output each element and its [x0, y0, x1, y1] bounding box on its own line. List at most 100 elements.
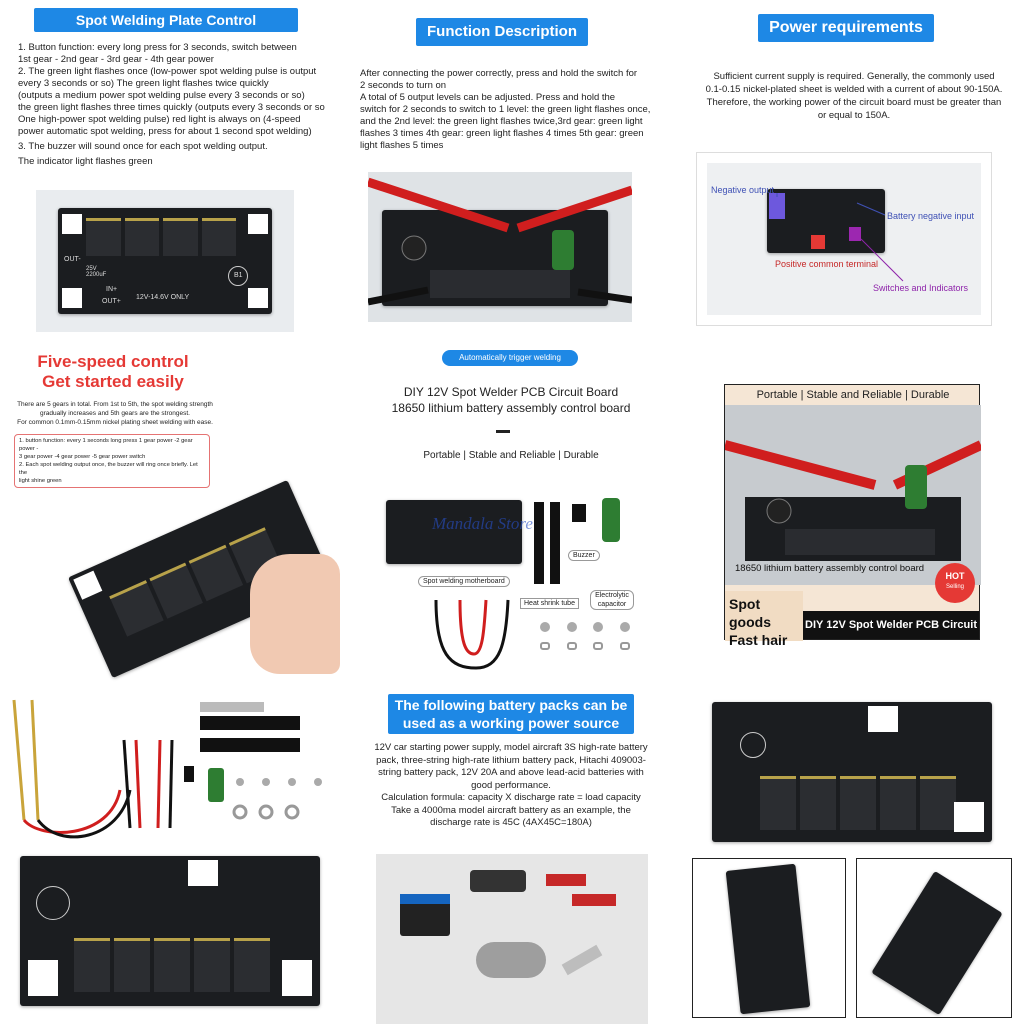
- line: 1. button function: every 1 seconds long…: [19, 438, 193, 452]
- panel-board-front: [20, 856, 320, 1006]
- capacitor-circle: [740, 732, 766, 758]
- line: Calculation formula: capacity X discharg…: [381, 792, 641, 803]
- watermark: Mandala Store: [432, 514, 533, 533]
- line: 3 gear power -4 gear power -5 gear power…: [19, 454, 146, 460]
- panel4-note-box: 1. button function: every 1 seconds long…: [14, 434, 210, 488]
- panel-power: Power requirements Sufficient current su…: [684, 0, 1024, 340]
- board-label: 25V 2200uF: [86, 266, 107, 278]
- line: gradually increases and 5th gears are th…: [40, 410, 190, 417]
- panel1-text: 1. Button function: every long press for…: [18, 42, 338, 168]
- panel-battery-packs: The following battery packs can be used …: [346, 690, 676, 1024]
- negative-output-marker: [769, 193, 785, 219]
- panel-instructions: Spot Welding Plate Control Instructions …: [0, 0, 340, 340]
- line: 0.1-0.15 nickel-plated sheet is welded w…: [705, 84, 1003, 95]
- line: 2. Each spot welding output once, the bu…: [19, 462, 198, 476]
- panel8-title: The following battery packs can be used …: [388, 694, 634, 734]
- diagram-frame: Negative output Battery negative input P…: [696, 152, 992, 326]
- promo-photo: [723, 405, 984, 585]
- panel3-title: Power requirements: [758, 14, 934, 42]
- line: There are 5 gears in total. From 1st to …: [17, 401, 213, 408]
- title-line: used as a working power source: [402, 715, 620, 731]
- title-line: Five-speed control: [37, 352, 189, 371]
- title-line: 18650 lithium battery assembly control b…: [391, 401, 631, 415]
- panel-kit: Automatically trigger welding DIY 12V Sp…: [346, 344, 676, 684]
- board-label: B1: [234, 272, 243, 279]
- line: The indicator light flashes green: [18, 156, 153, 167]
- label-heat-shrink: Heat shrink tube: [520, 598, 579, 609]
- line: pack, three-string high-rate lithium bat…: [376, 754, 646, 766]
- auto-trigger-badge: Automatically trigger welding: [442, 350, 578, 366]
- line: flashes 3 times 4th gear: green light fl…: [360, 128, 644, 139]
- callout-negative-output: Negative output: [711, 185, 775, 195]
- panel-promo: Portable | Stable and Reliable | Durable…: [723, 384, 984, 659]
- heat-shrink-tube: [550, 502, 560, 584]
- panel4-text: There are 5 gears in total. From 1st to …: [10, 400, 220, 427]
- panel-board-tilted-2: [856, 858, 1012, 1018]
- line: and the 2nd level: the green light flash…: [360, 116, 643, 127]
- line: 1st gear - 2nd gear - 3rd gear - 4th gea…: [18, 54, 214, 65]
- promo-line: Spot goods: [729, 596, 771, 630]
- panel-five-speed: Five-speed control Get started easily Th…: [0, 344, 340, 684]
- pcb-board: [725, 863, 811, 1015]
- panel1-title: Spot Welding Plate Control Instructions: [34, 8, 298, 52]
- line: For common 0.1mm-0.15mm nickel plating s…: [17, 419, 213, 426]
- board-photo-2: [368, 172, 632, 322]
- mosfet-row: [86, 218, 236, 256]
- line: the green light flashes three times quic…: [18, 102, 325, 113]
- pcb-board: 12V-14.6V ONLY OUT- IN+ OUT+ B1 25V 2200…: [58, 208, 272, 314]
- parts-illustration: [12, 699, 322, 839]
- panel5-title: DIY 12V Spot Welder PCB Circuit Board 18…: [346, 384, 676, 416]
- promo-line: Fast hair: [729, 632, 788, 648]
- label-buzzer: Buzzer: [568, 550, 600, 561]
- panel8-text: 12V car starting power supply, model air…: [346, 742, 676, 830]
- promo-left: Spot goods Fast hair: [725, 591, 803, 648]
- line: 3. The buzzer will sound once for each s…: [18, 141, 268, 152]
- panel-board-top: [712, 702, 992, 842]
- capacitor-circle: [36, 886, 70, 920]
- battery-illustrations: [400, 870, 616, 978]
- pcb-board: [767, 189, 885, 253]
- line: 1. Button function: every long press for…: [18, 42, 297, 53]
- capacitor-circle: [228, 266, 248, 286]
- promo-header: Portable | Stable and Reliable | Durable: [756, 389, 950, 401]
- welding-cables: [368, 177, 632, 306]
- board-label: IN+: [106, 286, 118, 293]
- line: light shine green: [19, 478, 62, 484]
- callout-switches: Switches and Indicators: [873, 283, 969, 293]
- callout-lines: [776, 193, 904, 282]
- pcb-board: [871, 870, 1003, 1016]
- battery-photo: [376, 854, 648, 1024]
- title-line: The following battery packs can be: [394, 697, 628, 713]
- promo-caption: 18650 lithium battery assembly control b…: [735, 563, 925, 574]
- hot-text: Selling: [945, 584, 964, 590]
- line: light flashes 5 times: [360, 140, 444, 151]
- title-line: Get started easily: [42, 372, 184, 391]
- promo-banner: DIY 12V Spot Welder PCB Circuit Board: [803, 611, 979, 659]
- line: string battery pack, 12V 20A and above l…: [378, 767, 644, 778]
- kit-cables: [434, 599, 510, 670]
- line: or equal to 150A.: [817, 110, 891, 121]
- finger-hand: [250, 554, 340, 674]
- screws-row: [540, 622, 630, 652]
- capacitor-part: [602, 498, 620, 542]
- board-label: OUT+: [102, 298, 121, 305]
- line: Take a 4000ma model aircraft battery as …: [391, 804, 631, 816]
- line: 2. The green light flashes once (low-pow…: [18, 66, 317, 77]
- nuts-row: [540, 642, 630, 654]
- line: (outputs a medium power spot welding pul…: [18, 90, 305, 101]
- positive-marker: [811, 235, 825, 249]
- promo-cables: [723, 440, 984, 561]
- line: Sufficient current supply is required. G…: [713, 71, 995, 82]
- switch-marker: [849, 227, 861, 241]
- label-capacitor: Electrolytic capacitor: [590, 590, 634, 610]
- pcb-board: [712, 702, 992, 842]
- callout-battery-negative: Battery negative input: [887, 211, 975, 221]
- line: every 3 seconds or so) The green light f…: [18, 78, 269, 89]
- line: switch for 2 seconds to switch to 1 leve…: [360, 104, 651, 115]
- panel-board-tilted-1: [692, 858, 846, 1018]
- line: discharge rate is 45C (4AX45C=180A): [430, 817, 592, 828]
- pcb-board: [20, 856, 320, 1006]
- panel4-title: Five-speed control Get started easily: [0, 352, 226, 392]
- callout-positive-common: Positive common terminal: [775, 259, 879, 269]
- hot-text: HOT: [945, 571, 965, 581]
